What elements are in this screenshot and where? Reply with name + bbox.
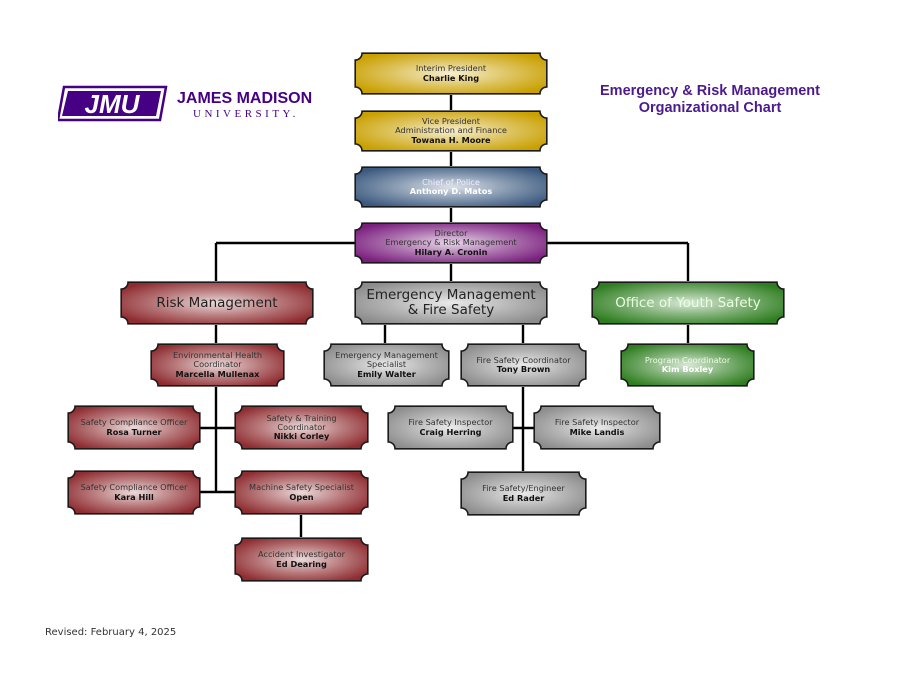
- node-title: Safety & Training: [266, 412, 337, 423]
- node-shape: [591, 281, 785, 325]
- node-fire-safety-inspector-2: Fire Safety Inspector Mike Landis: [533, 405, 661, 450]
- node-shape: [234, 405, 369, 450]
- node-title: Machine Safety Specialist: [249, 482, 354, 493]
- node-title: Coordinator: [277, 421, 326, 432]
- node-title: Fire Safety/Engineer: [482, 483, 565, 494]
- node-shape: [460, 343, 587, 387]
- node-shape: [150, 343, 285, 387]
- node-emergency-fire-safety: Emergency Management & Fire Safety: [354, 281, 548, 325]
- revised-date: Revised: February 4, 2025: [45, 627, 177, 638]
- node-shape: [354, 110, 548, 152]
- node-person: Tony Brown: [496, 364, 551, 374]
- node-shape: [533, 405, 661, 450]
- node-title: Administration and Finance: [395, 125, 507, 136]
- node-person: Towana H. Moore: [411, 134, 491, 145]
- node-environmental-health: Environmental Health Coordinator Marcell…: [150, 343, 285, 387]
- node-shape: [67, 470, 201, 515]
- node-fire-safety-engineer: Fire Safety/Engineer Ed Rader: [460, 471, 587, 516]
- node-title: Program Coordinator: [644, 354, 731, 365]
- node-title: Safety Compliance Officer: [80, 482, 188, 493]
- node-person: Craig Herring: [419, 426, 482, 437]
- node-shape: [387, 405, 514, 450]
- node-person: Hilary A. Cronin: [414, 246, 488, 257]
- node-safety-training-coordinator: Safety & Training Coordinator Nikki Corl…: [234, 405, 369, 450]
- node-safety-compliance-officer-2: Safety Compliance Officer Kara Hill: [67, 470, 201, 515]
- node-title: Coordinator: [193, 359, 242, 370]
- node-title: Emergency Management: [335, 350, 438, 361]
- node-title: Fire Safety Inspector: [554, 417, 640, 428]
- node-accident-investigator: Accident Investigator Ed Dearing: [234, 537, 369, 582]
- node-shape: [234, 537, 369, 582]
- department-label: Risk Management: [156, 294, 278, 311]
- node-title: Safety Compliance Officer: [80, 417, 188, 428]
- node-shape: [354, 222, 548, 264]
- node-shape: [460, 471, 587, 516]
- node-risk-management: Risk Management: [120, 281, 314, 325]
- node-person: Nikki Corley: [273, 431, 330, 442]
- logo-name-line1: JAMES MADISON: [177, 90, 312, 107]
- node-title: Vice President: [421, 116, 481, 127]
- title-line-1: Emergency & Risk Management: [600, 83, 820, 99]
- node-shape: [354, 281, 548, 325]
- node-shape: [323, 343, 450, 387]
- node-shape: [234, 470, 369, 515]
- node-person: Open: [289, 491, 314, 502]
- node-title: Emergency & Risk Management: [385, 237, 517, 248]
- node-em-specialist: Emergency Management Specialist Emily Wa…: [323, 343, 450, 387]
- department-label: & Fire Safety: [407, 302, 495, 318]
- title-line-2: Organizational Chart: [638, 100, 782, 117]
- node-program-coordinator: Program Coordinator Kim Boxley: [620, 343, 755, 387]
- node-title: Chief of Police: [422, 176, 480, 187]
- node-vice-president: Vice President Administration and Financ…: [354, 110, 548, 152]
- node-title: Fire Safety Coordinator: [476, 354, 571, 365]
- node-title: Fire Safety Inspector: [408, 417, 493, 428]
- logo-mark: JMU: [85, 89, 141, 119]
- node-person: Mike Landis: [569, 426, 625, 437]
- node-title: Interim President: [415, 63, 487, 74]
- node-machine-safety-specialist: Machine Safety Specialist Open: [234, 470, 369, 515]
- logo-name-line2: UNIVERSITY.: [193, 108, 299, 120]
- node-person: Kim Boxley: [661, 364, 714, 374]
- node-title: Environmental Health: [172, 350, 263, 361]
- node-person: Anthony D. Matos: [409, 186, 493, 196]
- department-label: Office of Youth Safety: [615, 294, 761, 311]
- node-shape: [620, 343, 755, 387]
- node-shape: [354, 166, 548, 208]
- node-person: Rosa Turner: [106, 426, 162, 437]
- node-fire-safety-inspector-1: Fire Safety Inspector Craig Herring: [387, 405, 514, 450]
- node-person: Emily Walter: [357, 368, 416, 379]
- node-shape: [67, 405, 201, 450]
- node-shape: [120, 281, 314, 325]
- node-person: Ed Rader: [502, 492, 545, 503]
- node-person: Marcella Mullenax: [175, 368, 260, 379]
- node-interim-president: Interim President Charlie King: [354, 52, 548, 95]
- node-fire-safety-coordinator: Fire Safety Coordinator Tony Brown: [460, 343, 587, 387]
- page-title: Emergency & Risk Management Organization…: [570, 83, 850, 118]
- node-title: Accident Investigator: [257, 549, 345, 560]
- node-office-youth-safety: Office of Youth Safety: [591, 281, 785, 325]
- node-safety-compliance-officer-1: Safety Compliance Officer Rosa Turner: [67, 405, 201, 450]
- department-label: Emergency Management: [366, 287, 536, 304]
- node-title: Specialist: [366, 359, 407, 370]
- node-title: Director: [434, 228, 468, 239]
- node-chief-of-police: Chief of Police Anthony D. Matos: [354, 166, 548, 208]
- node-person: Charlie King: [422, 72, 480, 83]
- node-director: Director Emergency & Risk Management Hil…: [354, 222, 548, 264]
- node-person: Kara Hill: [114, 491, 154, 502]
- jmu-logo: JMU JAMES MADISON UNIVERSITY.: [56, 85, 323, 130]
- node-shape: [354, 52, 548, 95]
- node-person: Ed Dearing: [276, 558, 327, 569]
